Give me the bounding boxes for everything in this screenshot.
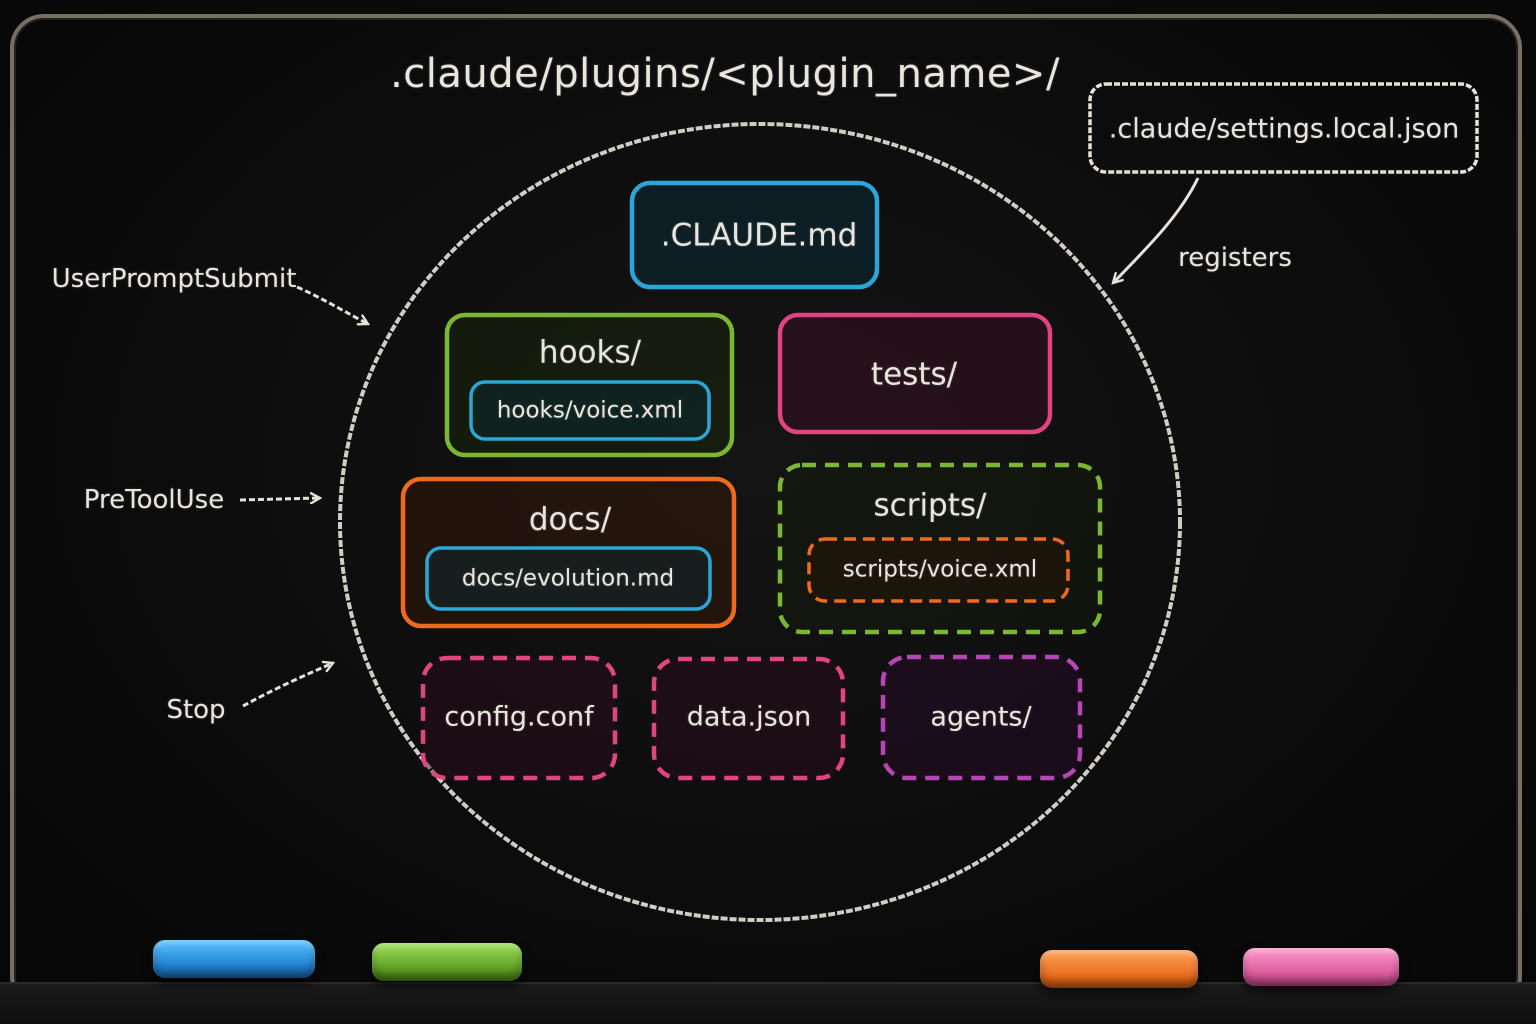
plugin-path-title: .claude/plugins/<plugin_name>/: [390, 51, 1060, 97]
registers-arrow: [1113, 177, 1200, 283]
config-file-label: config.conf: [444, 701, 594, 733]
tests-folder-box: [777, 312, 1053, 435]
data-file-label: data.json: [686, 701, 812, 733]
docs-folder-label: docs/: [528, 501, 612, 538]
data-file-box: [651, 656, 846, 781]
agents-folder-label: agents/: [930, 701, 1032, 733]
settings-file-label: .claude/settings.local.json: [1108, 113, 1460, 145]
chalk-ledge: [0, 982, 1536, 1024]
stop-arrow: [242, 663, 333, 708]
scripts-voice-file-box: [807, 537, 1070, 603]
config-file-box: [420, 655, 618, 781]
user-prompt-submit-arrow: [296, 285, 368, 324]
plugin-boundary-circle: [338, 122, 1182, 922]
claude-md-box: [629, 180, 880, 290]
docs-evolution-file-label: docs/evolution.md: [461, 565, 675, 592]
orange-chalk-stick: [1040, 950, 1198, 988]
scripts-folder-box: [777, 462, 1103, 635]
hooks-voice-file-box: [469, 380, 711, 441]
docs-evolution-file-box: [425, 546, 712, 611]
claude-md-label: .CLAUDE.md: [660, 217, 858, 254]
agents-folder-box: [880, 654, 1083, 781]
scripts-voice-file-label: scripts/voice.xml: [842, 556, 1038, 583]
green-chalk-stick: [372, 943, 522, 981]
registers-label: registers: [1178, 243, 1292, 273]
blue-chalk-stick: [153, 940, 315, 978]
tests-folder-label: tests/: [870, 356, 958, 393]
event-pre-tool-use: PreToolUse: [83, 485, 225, 515]
event-user-prompt-submit: UserPromptSubmit: [51, 264, 297, 294]
hooks-folder-box: [444, 312, 735, 458]
settings-file-box: [1088, 82, 1479, 174]
scripts-folder-label: scripts/: [873, 487, 987, 524]
hooks-folder-label: hooks/: [538, 334, 642, 371]
event-stop: Stop: [166, 695, 226, 725]
docs-folder-box: [400, 476, 737, 629]
hooks-voice-file-label: hooks/voice.xml: [496, 397, 684, 424]
pre-tool-use-arrow: [239, 498, 320, 500]
pink-chalk-stick: [1243, 948, 1399, 986]
